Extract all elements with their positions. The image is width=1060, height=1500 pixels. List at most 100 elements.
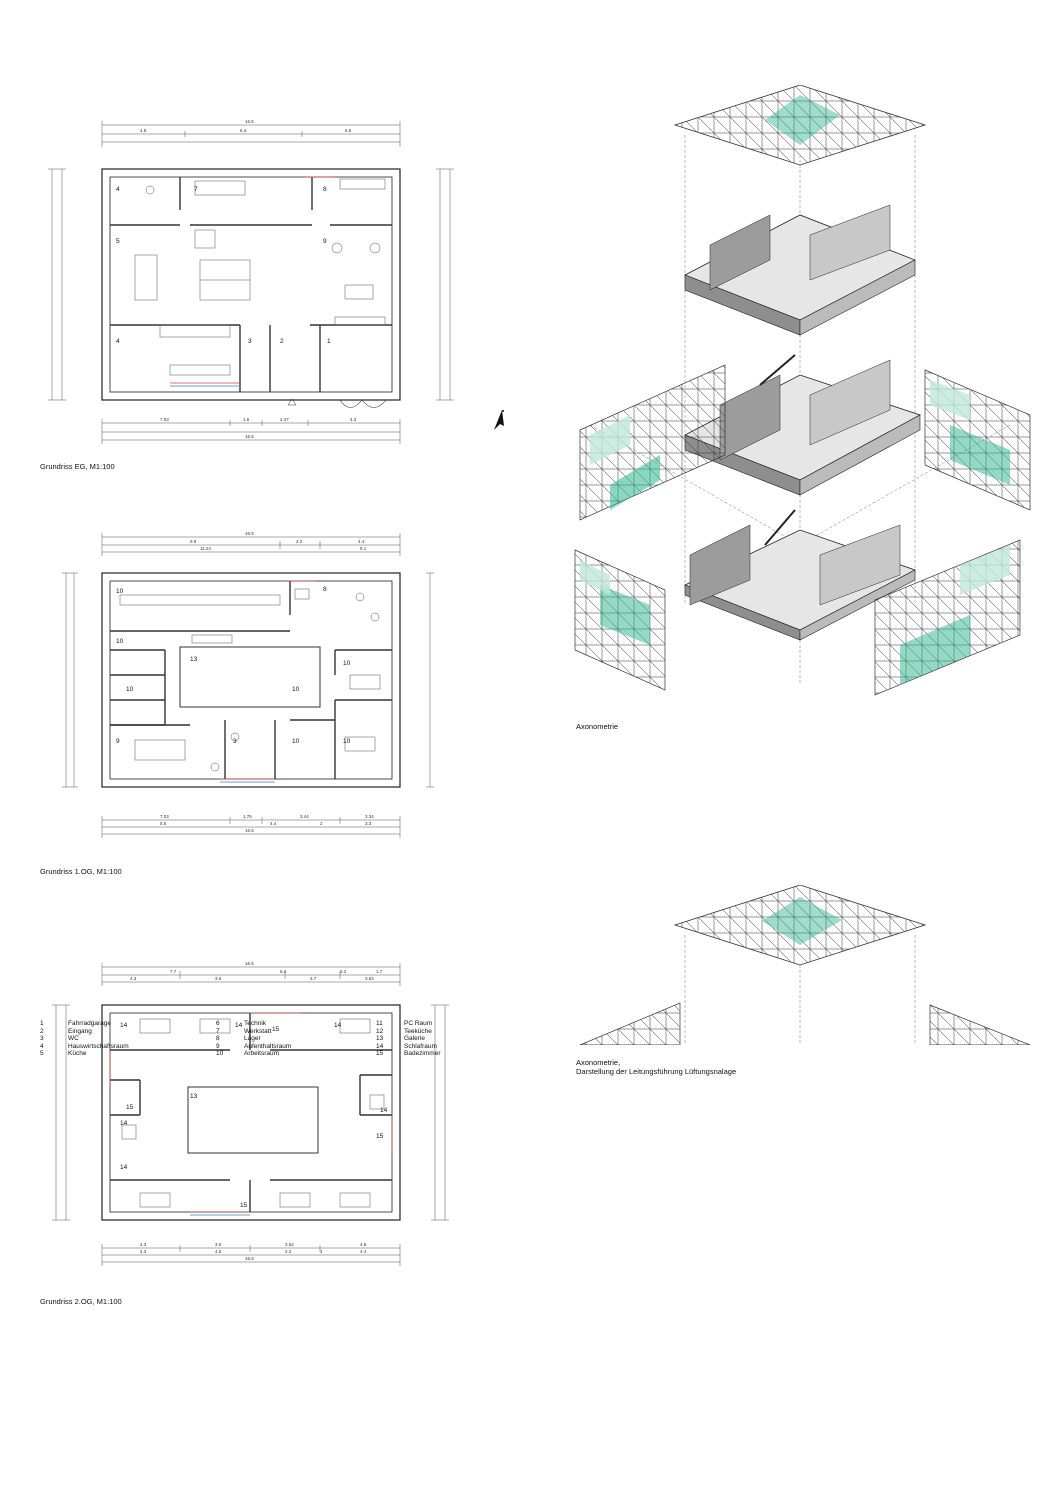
dim-eg-3: 5.5 bbox=[345, 128, 352, 133]
room-number: 15 bbox=[376, 1133, 384, 1140]
dim-eg-b2: 1.6 bbox=[243, 417, 250, 422]
upper-floor-block bbox=[684, 204, 916, 336]
plan-2og: 16.5 7.7 6.4 2.2 1.7 4.3 3.6 3.7 3.62 4.… bbox=[40, 955, 480, 1285]
room-number: 4 bbox=[116, 186, 120, 193]
room-number: 10 bbox=[116, 638, 124, 645]
dim-1og-b7: 2 bbox=[320, 821, 323, 826]
dim-eg-2: 6.4 bbox=[240, 128, 247, 133]
room-number: 10 bbox=[343, 738, 351, 745]
room-number: 9 bbox=[323, 238, 327, 245]
dim-1og-b5: 5.5 bbox=[160, 821, 167, 826]
dim-2og-6: 3.6 bbox=[215, 976, 222, 981]
dim-1og-b6: 4.4 bbox=[270, 821, 277, 826]
dim-2og-b9: 4.4 bbox=[360, 1249, 367, 1254]
facade-panel-right-lower bbox=[874, 539, 1021, 696]
caption-axo-2: Axonometrie, Darstellung der Leitungsfüh… bbox=[576, 1058, 736, 1076]
roof-panel bbox=[673, 84, 927, 166]
dim-1og-4: 11.24 bbox=[200, 546, 211, 551]
room-number: 5 bbox=[116, 238, 120, 245]
room-number: 14 bbox=[235, 1022, 243, 1029]
dim-1og-b2: 1.75 bbox=[243, 814, 252, 819]
dim-1og-b8: 3.3 bbox=[365, 821, 372, 826]
facade-panel-left-upper bbox=[579, 1002, 681, 1046]
dim-eg-1: 4.5 bbox=[140, 128, 147, 133]
dim-eg-total: 16.5 bbox=[245, 119, 254, 124]
caption-eg: Grundriss EG, M1:100 bbox=[40, 462, 115, 471]
room-number: 14 bbox=[380, 1107, 388, 1114]
dim-2og-b10: 16.5 bbox=[245, 1256, 254, 1261]
dim-2og-2: 6.4 bbox=[280, 969, 287, 974]
dim-2og-b8: 1 bbox=[320, 1249, 323, 1254]
dim-1og-b9: 16.5 bbox=[245, 828, 254, 833]
facade-panel-right-upper bbox=[929, 1004, 1031, 1046]
dim-eg-b4: 4.3 bbox=[350, 417, 357, 422]
dim-eg-b5: 16.5 bbox=[245, 434, 254, 439]
ground-floor-block bbox=[683, 509, 917, 641]
dim-2og-3: 2.2 bbox=[340, 969, 347, 974]
dim-eg-b1: 7.03 bbox=[160, 417, 169, 422]
dim-eg-b3: 2.47 bbox=[280, 417, 289, 422]
dim-2og-b2: 3.6 bbox=[215, 1242, 222, 1247]
north-arrow-icon bbox=[494, 410, 504, 430]
dim-2og-b4: 4.5 bbox=[360, 1242, 367, 1247]
dim-1og-b4: 3.34 bbox=[365, 814, 374, 819]
dim-2og-8: 3.62 bbox=[365, 976, 374, 981]
dim-2og-5: 4.3 bbox=[130, 976, 137, 981]
dim-2og-b7: 2.3 bbox=[285, 1249, 292, 1254]
dim-1og-3: 4.4 bbox=[358, 539, 365, 544]
room-number: 10 bbox=[292, 738, 300, 745]
caption-1og: Grundriss 1.OG, M1:100 bbox=[40, 867, 122, 876]
dim-2og-total: 16.5 bbox=[245, 961, 254, 966]
caption-axo-2-line1: Axonometrie, bbox=[576, 1058, 621, 1067]
room-number: 14 bbox=[334, 1022, 342, 1029]
dim-2og-b1: 4.3 bbox=[140, 1242, 147, 1247]
caption-axo-2-line2: Darstellung der Leitungsführung Lüftungs… bbox=[576, 1067, 737, 1076]
room-number: 4 bbox=[116, 338, 120, 345]
facade-panel-right-upper bbox=[924, 369, 1031, 511]
room-number: 14 bbox=[120, 1120, 128, 1127]
room-number: 1 bbox=[327, 338, 331, 345]
dim-1og-1: 9.9 bbox=[190, 539, 197, 544]
axonometry-ventilation bbox=[570, 884, 1040, 1046]
dim-1og-b1: 7.03 bbox=[160, 814, 169, 819]
dim-1og-2: 2.2 bbox=[296, 539, 303, 544]
room-number: 15 bbox=[126, 1104, 134, 1111]
dim-2og-7: 3.7 bbox=[310, 976, 317, 981]
room-number: 14 bbox=[120, 1022, 128, 1029]
room-number: 7 bbox=[194, 186, 198, 193]
dim-1og-5: 5.1 bbox=[360, 546, 367, 551]
middle-floor-block bbox=[684, 354, 922, 496]
plan-1og: 16.5 9.9 2.2 4.4 11.24 5.1 7.03 1.75 3.4… bbox=[40, 525, 480, 855]
room-number: 15 bbox=[240, 1202, 248, 1209]
dim-1og-total: 16.5 bbox=[245, 531, 254, 536]
room-number: 3 bbox=[233, 738, 237, 745]
axonometry-exploded bbox=[570, 84, 1040, 705]
room-number: 10 bbox=[116, 588, 124, 595]
dim-1og-b3: 3.44 bbox=[300, 814, 309, 819]
room-number: 13 bbox=[190, 656, 198, 663]
room-number: 8 bbox=[323, 586, 327, 593]
room-number: 15 bbox=[272, 1026, 280, 1033]
room-number: 10 bbox=[343, 660, 351, 667]
facade-panel-left-upper bbox=[579, 364, 726, 521]
dim-2og-b3: 3.62 bbox=[285, 1242, 294, 1247]
room-number: 3 bbox=[248, 338, 252, 345]
room-number: 10 bbox=[126, 686, 134, 693]
facade-panel-left-lower bbox=[574, 549, 666, 691]
dim-2og-b6: 4.5 bbox=[215, 1249, 222, 1254]
caption-axo-1: Axonometrie bbox=[576, 722, 619, 731]
